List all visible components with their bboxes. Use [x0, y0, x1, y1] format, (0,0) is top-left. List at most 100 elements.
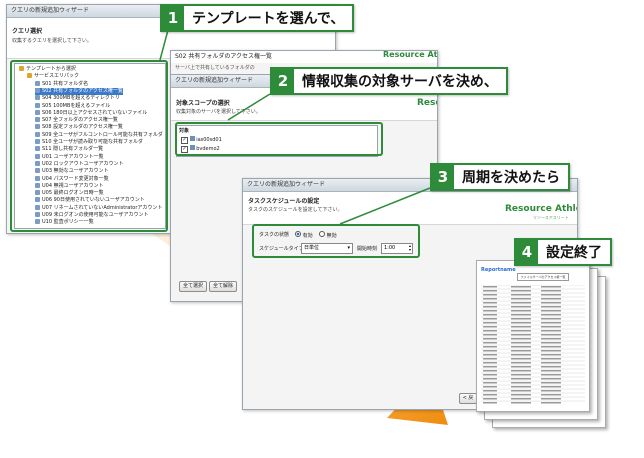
query-icon — [35, 87, 40, 93]
query-icon — [35, 146, 40, 152]
start-time-label: 開始時刻 — [357, 246, 378, 252]
step-text: 情報収集の対象サーバを決め、 — [302, 74, 498, 90]
tree-item-label: S10 全ユーザが読み取り可能な共有フォルダ — [42, 139, 144, 145]
tree-item[interactable]: S04 300MBを超えるディレクトリ — [35, 95, 120, 102]
step-callout-3: 3 周期を決めたら — [430, 163, 570, 191]
folder-icon — [19, 66, 24, 71]
deselect-all-button[interactable]: 全て解除 — [209, 281, 237, 292]
tree-item[interactable]: S11 隠し共有フォルダ一覧 — [35, 146, 103, 153]
tree-item[interactable]: U04 無視ユーザアカウント — [35, 182, 104, 190]
tree-item-label: U02 ロックアウトユーザアカウント — [42, 160, 124, 167]
tree-item-label: サービスエリパック — [34, 73, 80, 80]
tree-item[interactable]: S01 共有フォルダ名 — [35, 80, 88, 88]
step-text: 周期を決めたら — [462, 170, 560, 186]
step-number: 3 — [432, 165, 454, 189]
tree-item-label: S08 設定フォルダのアクセス権一覧 — [42, 124, 123, 131]
tree-item[interactable]: U06 90日使用されていないユーザアカウント — [35, 197, 145, 204]
task-status-label: タスクの状態 — [259, 232, 290, 238]
radio-enabled[interactable]: 有効 — [295, 231, 313, 239]
window-title: S02 共有フォルダのアクセス権一覧 — [171, 51, 437, 63]
tree-item[interactable]: U03 無効なユーザアカウント — [35, 168, 109, 175]
highlight-schedule — [252, 224, 420, 258]
tree-item[interactable]: U04 パスワード変更対象一覧 — [35, 175, 109, 183]
tree-item[interactable]: U02 ロックアウトユーザアカウント — [35, 160, 124, 168]
step-text: 設定終了 — [546, 245, 602, 261]
header-desc: 収集するクエリを選択して下さい。 — [12, 38, 92, 44]
server-item[interactable]: ✓ bvdemo2 — [181, 145, 220, 153]
tree-item[interactable]: サービスエリパック — [27, 73, 79, 80]
radio-label: 無効 — [326, 233, 337, 239]
tree-item-label: S04 300MBを超えるディレクトリ — [42, 95, 120, 102]
header-desc: 収集対象のサーバを選択して下さい。 — [176, 109, 261, 115]
step-callout-1: 1 テンプレートを選んで、 — [160, 4, 355, 32]
tree-item-label: U09 未ログオンの使用可能なユーザアカウント — [42, 212, 149, 218]
radio-icon[interactable] — [319, 231, 325, 237]
step-text: テンプレートを選んで、 — [192, 11, 345, 27]
server-icon — [189, 136, 195, 141]
query-icon — [35, 131, 40, 137]
server-item[interactable]: ✓ ias00sd01 — [181, 136, 222, 144]
tree-item[interactable]: S08 設定フォルダのアクセス権一覧 — [35, 124, 123, 131]
server-list: 対象 ✓ ias00sd01 ✓ bvdemo2 — [176, 125, 378, 157]
highlight-server-list — [175, 122, 383, 156]
query-icon — [35, 124, 40, 130]
tree-item[interactable]: U09 未ログオンの使用可能なユーザアカウント — [35, 212, 149, 219]
wizard-window-query-select: クエリの新規追加ウィザード クエリ選択 収集するクエリを選択して下さい。 テンプ… — [6, 4, 336, 234]
tree-item-label: S02 共有フォルダのアクセス権一覧 — [42, 87, 123, 94]
tree-item[interactable]: U10 監査ポリシー一覧 — [35, 219, 94, 226]
tree-item-label: U04 パスワード変更対象一覧 — [42, 175, 109, 182]
select-value: 日単位 — [304, 245, 320, 251]
tree-item-label: U10 監査ポリシー一覧 — [42, 219, 94, 226]
server-name: ias00sd01 — [196, 137, 222, 143]
radio-disabled[interactable]: 無効 — [319, 231, 337, 239]
start-time-input[interactable]: 1:00 ▴▾ — [381, 243, 413, 254]
tree-item-label: U04 無視ユーザアカウント — [42, 182, 104, 189]
query-icon — [35, 212, 40, 217]
query-icon — [35, 153, 40, 159]
tree-item-label: S11 隠し共有フォルダ一覧 — [42, 146, 104, 153]
step-number: 4 — [516, 240, 538, 264]
query-icon — [35, 102, 40, 108]
select-all-button[interactable]: 全て選択 — [179, 281, 207, 292]
server-name: bvdemo2 — [196, 146, 220, 152]
tree-item[interactable]: U01 ユーザアカウント一覧 — [35, 153, 104, 161]
query-icon — [35, 219, 40, 225]
query-icon — [35, 168, 40, 174]
tree-item-label: U05 最終ログオン日時一覧 — [42, 190, 104, 197]
query-icon — [35, 109, 40, 115]
header-desc: タスクのスケジュールを設定して下さい。 — [248, 207, 343, 213]
header-title: タスクスケジュールの設定 — [248, 198, 320, 205]
brand-logo: Resource Athlete — [505, 204, 577, 214]
checkbox-icon[interactable]: ✓ — [181, 146, 188, 153]
checkbox-icon[interactable]: ✓ — [181, 137, 188, 144]
query-icon — [35, 182, 40, 188]
tree-item[interactable]: テンプレートから選択 — [19, 66, 76, 73]
tree-item[interactable]: S09 全ユーザがフルコントロール可能な共有フォルダ — [35, 131, 163, 139]
server-icon — [189, 145, 195, 150]
query-icon — [35, 95, 40, 101]
brand-sub: リソースアスリート — [533, 215, 569, 220]
tree-item[interactable]: S07 全フォルダのアクセス権一覧 — [35, 117, 118, 124]
radio-icon[interactable] — [295, 231, 301, 237]
report-page: Reportname ファイルサーバのアクセス権一覧 — [476, 260, 590, 412]
tree-item-label: U01 ユーザアカウント一覧 — [42, 153, 104, 160]
tree-item-label: U06 90日使用されていないユーザアカウント — [42, 197, 145, 204]
tree-item-label: S09 全ユーザがフルコントロール可能な共有フォルダ — [42, 131, 163, 138]
query-icon — [35, 204, 40, 210]
query-icon — [35, 197, 40, 203]
header-title: 対象スコープの選択 — [176, 100, 230, 107]
brand-logo: Resource Athlete — [383, 50, 438, 59]
tree-item[interactable]: S10 全ユーザが読み取り可能な共有フォルダ — [35, 139, 143, 146]
tree-item[interactable]: U07 リネームされていないAdministratorアカウント — [35, 204, 162, 212]
query-icon — [35, 80, 40, 86]
tree-item-label: S07 全フォルダのアクセス権一覧 — [42, 117, 118, 124]
report-header-label: ファイルサーバのアクセス権一覧 — [517, 273, 569, 281]
tree-item[interactable]: S02 共有フォルダのアクセス権一覧 — [35, 87, 123, 95]
tree-item[interactable]: S05 100MBを超えるファイル — [35, 102, 110, 110]
tree-item[interactable]: U05 最終ログオン日時一覧 — [35, 190, 104, 197]
schedule-type-select[interactable]: 日単位 ▾ — [301, 243, 353, 254]
spinner-icon[interactable]: ▴▾ — [408, 243, 411, 252]
tree-item[interactable]: S06 180日以上アクセスされていないファイル — [35, 109, 147, 117]
